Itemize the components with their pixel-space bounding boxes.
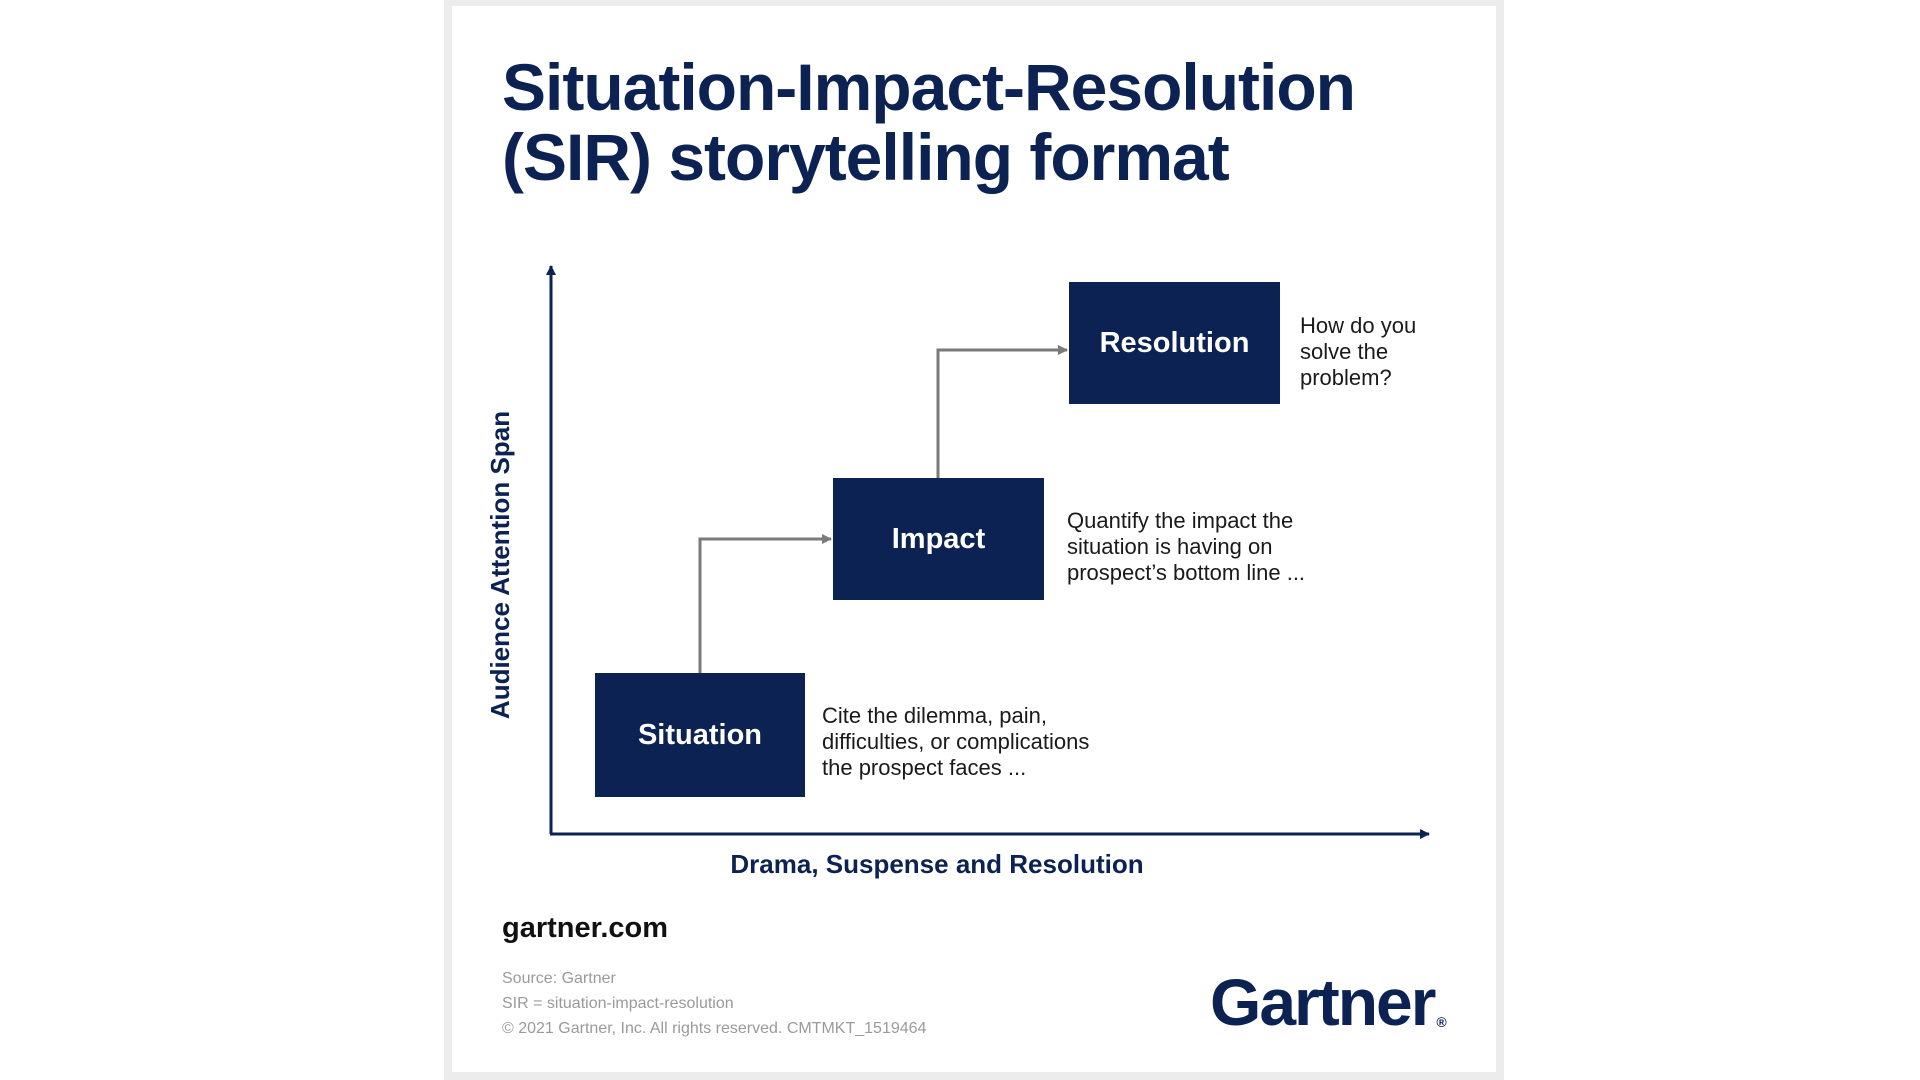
- infographic-frame: Situation-Impact-Resolution (SIR) storyt…: [444, 0, 1504, 1080]
- situation-box: Situation: [595, 673, 805, 797]
- connector-impact-to-resolution: [936, 345, 1068, 478]
- impact-box: Impact: [833, 478, 1044, 600]
- situation-label: Situation: [637, 718, 763, 751]
- situation-description-line: difficulties, or complications: [822, 729, 1090, 754]
- situation-description-line: Cite the dilemma, pain,: [822, 703, 1047, 728]
- x-axis-label: Drama, Suspense and Resolution: [730, 849, 1144, 879]
- sir-diagram: [546, 265, 1430, 839]
- impact-label: Impact: [891, 522, 986, 555]
- site-url: gartner.com: [502, 912, 668, 944]
- infographic-card: Situation-Impact-Resolution (SIR) storyt…: [452, 6, 1496, 1072]
- situation-description-line: the prospect faces ...: [822, 755, 1027, 780]
- situation-description: Cite the dilemma, pain, difficulties, or…: [822, 703, 1089, 781]
- registered-mark: ®: [1436, 1014, 1447, 1030]
- logo-text: Gartner: [1210, 965, 1436, 1039]
- y-axis-label: Audience Attention Span: [485, 410, 515, 720]
- resolution-description-line: problem?: [1300, 365, 1392, 390]
- page-title: Situation-Impact-Resolution (SIR) storyt…: [502, 52, 1462, 192]
- resolution-description-line: How do you: [1300, 313, 1417, 338]
- definition-note: SIR = situation-impact-resolution: [502, 995, 734, 1012]
- resolution-description-line: solve the: [1300, 339, 1389, 364]
- title-line-1: Situation-Impact-Resolution: [502, 50, 1356, 124]
- footnotes: Source: Gartner SIR = situation-impact-r…: [502, 966, 926, 1041]
- impact-description: Quantify the impact the situation is hav…: [1067, 508, 1305, 586]
- impact-description-line: Quantify the impact the: [1067, 508, 1294, 533]
- resolution-label: Resolution: [1099, 326, 1250, 359]
- resolution-box: Resolution: [1069, 282, 1280, 404]
- title-line-2: (SIR) storytelling format: [502, 120, 1230, 194]
- copyright-note: © 2021 Gartner, Inc. All rights reserved…: [502, 1020, 927, 1037]
- impact-description-line: prospect’s bottom line ...: [1067, 560, 1306, 585]
- source-note: Source: Gartner: [502, 970, 616, 987]
- connector-situation-to-impact: [698, 534, 832, 673]
- impact-description-line: situation is having on: [1067, 534, 1273, 559]
- resolution-description: How do you solve the problem?: [1300, 313, 1416, 391]
- gartner-logo: Gartner®: [1210, 964, 1447, 1040]
